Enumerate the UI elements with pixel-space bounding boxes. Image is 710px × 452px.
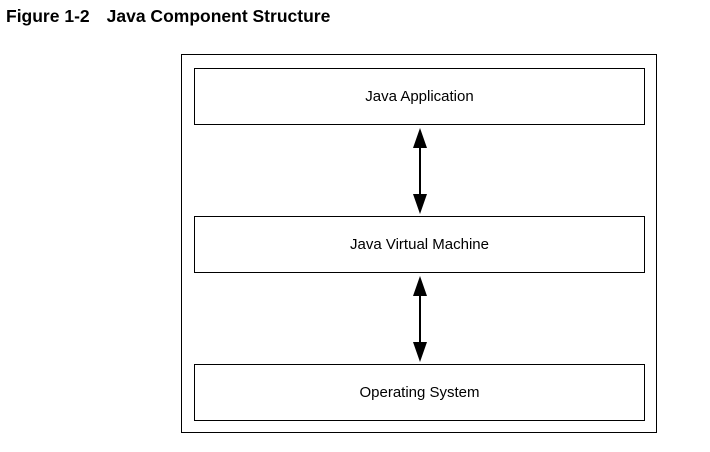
figure-title: Java Component Structure	[106, 6, 331, 26]
figure-caption: Figure 1-2 Java Component Structure	[6, 6, 330, 27]
operating-system-label: Operating System	[359, 384, 480, 401]
figure-number: Figure 1-2	[6, 6, 90, 26]
jvm-os-arrow	[413, 276, 427, 362]
diagram-frame	[181, 54, 657, 433]
java-application-box: Java Application	[194, 68, 645, 125]
operating-system-box: Operating System	[194, 364, 645, 421]
java-application-label: Java Application	[365, 88, 474, 105]
java-virtual-machine-box: Java Virtual Machine	[194, 216, 645, 273]
app-jvm-arrow	[413, 128, 427, 214]
java-virtual-machine-label: Java Virtual Machine	[350, 236, 489, 253]
